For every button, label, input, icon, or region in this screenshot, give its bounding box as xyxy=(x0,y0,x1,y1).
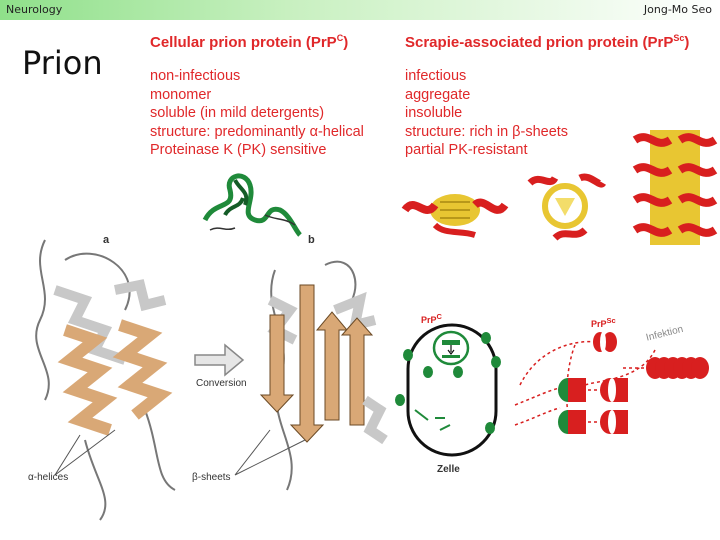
slide-title: Prion xyxy=(22,44,103,82)
beta-sheets-label: β-sheets xyxy=(192,472,231,483)
scrapie-prion-list: infectious aggregate insoluble structure… xyxy=(405,67,568,160)
scrapie-prion-title: Scrapie-associated prion protein (PrPSc) xyxy=(405,33,690,51)
figure-label-a: a xyxy=(103,234,110,246)
prpsc-label: PrPSc xyxy=(591,316,616,329)
cellular-item: soluble (in mild detergents) xyxy=(150,105,325,121)
conversion-label: Conversion xyxy=(196,378,247,389)
cellular-item: non-infectious xyxy=(150,68,241,84)
scrapie-item: infectious xyxy=(405,68,467,84)
author-name: Jong-Mo Seo xyxy=(643,3,712,16)
cellular-item: structure: predominantly α-helical xyxy=(150,123,364,140)
scrapie-item: structure: rich in β-sheets xyxy=(405,123,569,140)
zelle-label: Zelle xyxy=(437,464,460,475)
cellular-prion-list: non-infectious monomer soluble (in mild … xyxy=(150,67,364,160)
cellular-prion-title: Cellular prion protein (PrPC) xyxy=(150,33,349,51)
scrapie-item: insoluble xyxy=(405,105,463,121)
prpsc-trimer-image xyxy=(527,173,606,241)
prpc-molecule-image xyxy=(202,173,302,237)
cellular-item: monomer xyxy=(150,86,212,103)
conversion-diagram xyxy=(35,239,388,521)
prpc-cell-label: PrPC xyxy=(421,312,442,325)
course-name: Neurology xyxy=(6,3,63,16)
prpsc-monomer-image xyxy=(401,194,509,238)
figure-label-b: b xyxy=(308,234,315,246)
cell-infection-diagram xyxy=(395,323,709,457)
alpha-helices-label: α-helices xyxy=(28,472,69,483)
scrapie-item: partial PK-resistant xyxy=(405,142,528,158)
prpsc-fibril-image xyxy=(632,130,718,245)
cellular-item: Proteinase K (PK) sensitive xyxy=(150,142,327,158)
header-bar: Neurology Jong-Mo Seo xyxy=(0,0,720,20)
scrapie-item: aggregate xyxy=(405,86,471,103)
